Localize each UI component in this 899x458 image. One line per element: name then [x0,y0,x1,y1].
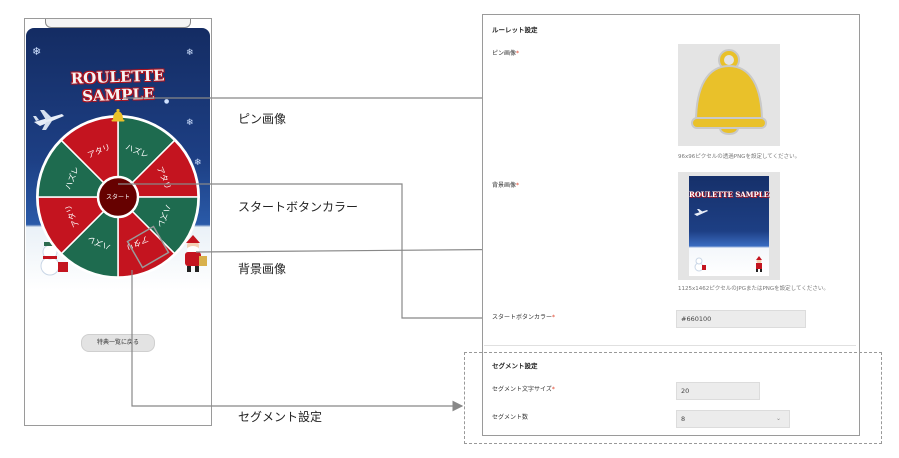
section-title: ルーレット設定 [492,26,538,34]
settings-panel [482,14,860,436]
start-button[interactable]: スタート [96,175,140,219]
segment-settings-annotation: セグメント設定 [238,410,323,424]
segment-count-value: 8 [681,415,686,423]
airplane-icon [694,209,708,216]
roulette-segment [37,139,120,198]
segment-section-title: セグメント設定 [492,362,538,370]
airplane-icon [33,110,64,130]
pin-image-annotation: ピン画像 [238,112,287,126]
pin-image-label: ピン画像* [492,50,520,57]
segment-settings-arrow [131,270,464,412]
snowflake-icon: ❄ [194,158,202,168]
bg-image-label: 背景画像* [492,182,520,189]
roulette-segment [37,196,120,255]
snowflake-icon: ❄ [186,118,194,128]
pin-image-note: 96x96ピクセルの透過PNGを設定してください。 [678,154,801,160]
snowflake-icon: ❄ [186,48,194,58]
start-color-label: スタートボタンカラー* [492,314,556,321]
snowflake-icon: ● [164,98,170,105]
roulette-scene: ❄ ❄ ● ❄ ❄ ❄ ROULETTE SAMPLE [26,28,210,290]
start-button-label: スタート [106,193,130,201]
bell-icon [111,108,125,122]
roulette-segment [60,195,119,278]
snowman-icon [694,257,706,272]
segment-font-size-label: セグメント文字サイズ* [492,386,555,393]
santa-icon [185,235,207,272]
bg-thumb-logo: ROULETTE SAMPLE [689,190,769,199]
chevron-down-icon: ⌄ [775,415,781,422]
section-divider [484,345,856,346]
santa-icon [756,256,762,272]
roulette-segment [116,196,199,255]
roulette-segment [116,139,199,198]
bell-icon [691,49,767,135]
bg-image-annotation: 背景画像 [238,262,287,276]
start-color-annotation: スタートボタンカラー [238,200,359,214]
phone-notch [45,19,191,28]
segment-count-label: セグメント数 [492,414,529,421]
phone-preview: ❄ ❄ ● ❄ ❄ ❄ ROULETTE SAMPLE [24,18,212,426]
segment-settings-highlight [464,352,882,444]
pin-image-preview[interactable] [678,44,780,146]
bg-image-note: 1125x1462ピクセルのJPGまたはPNGを設定してください。 [678,286,829,292]
bg-thumbnail: ROULETTE SAMPLE [689,176,769,276]
segment-font-size-input[interactable]: 20 [676,382,760,400]
segment-count-select[interactable]: 8 ⌄ [676,410,790,428]
start-color-input[interactable]: #660100 [676,310,806,328]
snowflake-icon: ❄ [32,45,42,58]
bg-image-preview[interactable]: ROULETTE SAMPLE [678,172,780,280]
segment-highlight [126,225,170,269]
back-to-list-button[interactable]: 特典一覧に戻る [81,334,155,352]
snowman-icon [40,242,68,276]
